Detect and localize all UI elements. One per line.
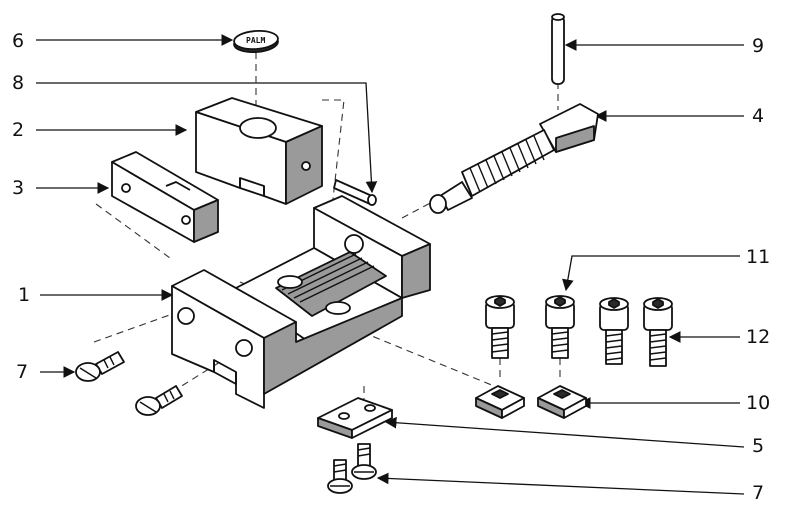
leader-8 bbox=[36, 82, 378, 194]
callout-6: 6 bbox=[12, 30, 24, 52]
callout-11: 11 bbox=[746, 246, 770, 268]
slotted-screw-bottom-2 bbox=[351, 443, 377, 480]
leader-lines bbox=[36, 34, 745, 495]
part-7-screws bbox=[75, 351, 377, 494]
part-4-lead-screw bbox=[429, 103, 599, 214]
part-8-pin bbox=[333, 179, 377, 206]
part-9-handle-pin bbox=[551, 13, 565, 85]
slotted-screw-bottom-1 bbox=[327, 459, 353, 494]
part-6-badge: PALM bbox=[233, 29, 279, 54]
callout-12: 12 bbox=[746, 326, 770, 348]
slotted-screw-left-upper bbox=[75, 351, 125, 382]
callout-3: 3 bbox=[12, 177, 24, 199]
cap-screw-2 bbox=[545, 295, 575, 359]
slotted-screw-left-lower bbox=[135, 385, 183, 416]
callout-7-bottom: 7 bbox=[752, 482, 764, 504]
leader-5 bbox=[384, 416, 745, 448]
callout-7-left: 7 bbox=[16, 361, 28, 383]
callout-9: 9 bbox=[752, 35, 764, 57]
callout-5: 5 bbox=[752, 435, 764, 457]
part-11-12-cap-screws bbox=[485, 295, 673, 367]
t-nut-1 bbox=[475, 385, 525, 419]
screw-threads bbox=[469, 135, 545, 193]
callout-10: 10 bbox=[746, 392, 770, 414]
cap-screw-1 bbox=[485, 295, 515, 359]
t-nut-2 bbox=[537, 385, 587, 419]
leader-11 bbox=[562, 255, 740, 292]
cap-screw-4 bbox=[643, 297, 673, 367]
part-3-jaw-plate bbox=[111, 151, 219, 243]
cap-screw-3 bbox=[599, 297, 629, 365]
part-5-clamp-plate bbox=[317, 397, 393, 439]
leader-7-bottom bbox=[376, 472, 745, 495]
part-1-vise-body bbox=[171, 195, 431, 409]
callout-4: 4 bbox=[752, 105, 764, 127]
part-10-t-nuts bbox=[475, 385, 587, 419]
callout-1: 1 bbox=[18, 284, 30, 306]
callout-8: 8 bbox=[12, 72, 24, 94]
callout-2: 2 bbox=[12, 119, 24, 141]
part-2-jaw-block bbox=[195, 97, 323, 205]
badge-text: PALM bbox=[246, 36, 265, 45]
